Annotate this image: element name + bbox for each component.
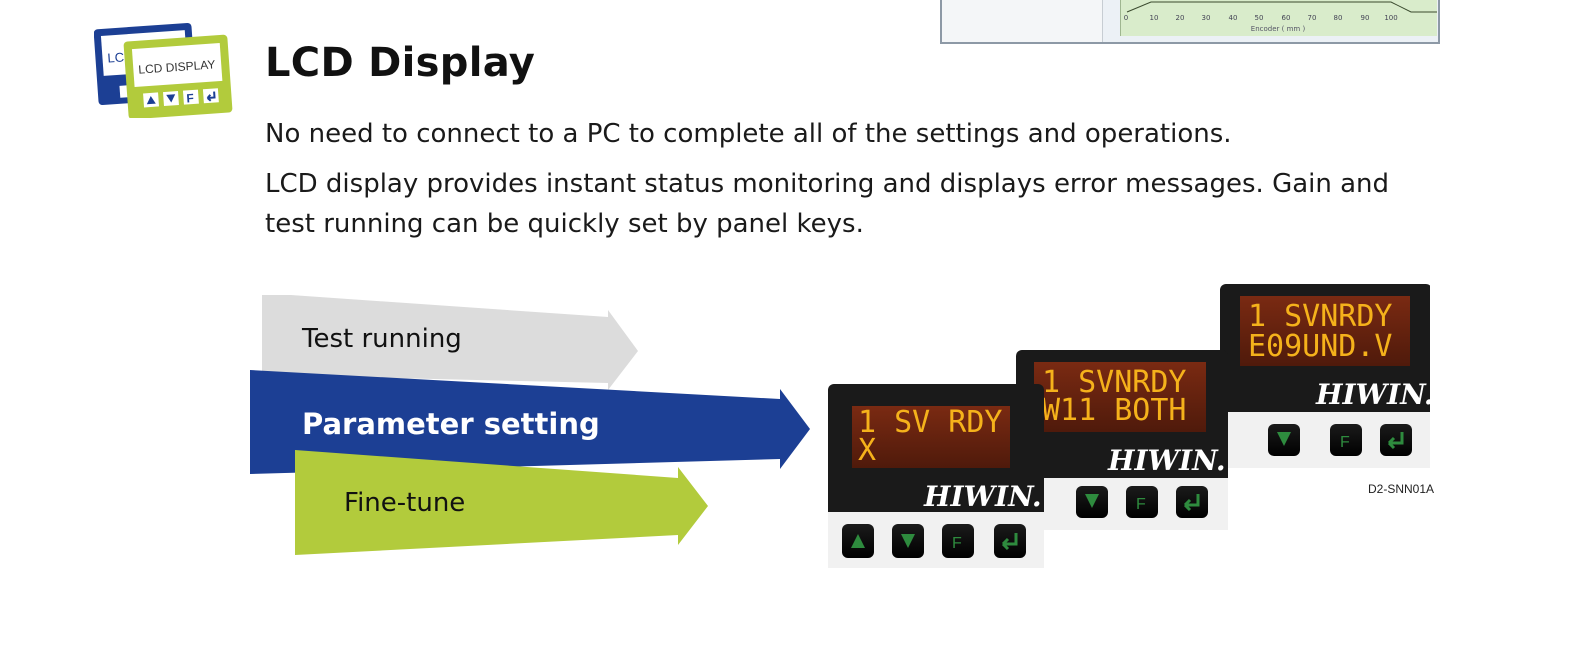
lcd-1-brand: HIWIN. — [923, 480, 1042, 513]
lcd-3-line-2: E09UND.V — [1248, 329, 1393, 364]
lcd-1-line-1: 1 SV RDY — [858, 405, 1003, 440]
chart-axis-label: Encoder ( mm ) — [1250, 25, 1306, 33]
lcd-device-2: 1 SVNRDY W11 BOTH HIWIN. F — [1016, 350, 1228, 530]
chart-tick: 70 — [1307, 14, 1317, 22]
chart-tick: 30 — [1201, 14, 1211, 22]
lcd-device-1: 1 SV RDY X HIWIN. F — [828, 384, 1044, 568]
chart-tick: 100 — [1384, 14, 1398, 22]
down-key-icon — [901, 534, 915, 548]
chart-plot-area — [1120, 0, 1437, 36]
down-key-icon — [1277, 432, 1291, 446]
feature-arrows — [250, 295, 810, 555]
chart-tick: 40 — [1228, 14, 1238, 22]
test-running-arrow — [262, 295, 638, 390]
paragraph-pc-free: No need to connect to a PC to complete a… — [265, 119, 1232, 149]
fine-tune-arrow — [295, 450, 708, 555]
chart-thumbnail: 0 10 20 30 40 50 60 70 80 90 100 Encoder… — [940, 0, 1440, 44]
lcd-2-line-2: W11 BOTH — [1042, 393, 1187, 428]
lcd-1-line-2: X — [858, 433, 876, 468]
model-code-label: D2-SNN01A — [1368, 482, 1435, 496]
section-title: LCD Display — [265, 40, 536, 86]
chart-tick: 50 — [1254, 14, 1264, 22]
fine-tune-label: Fine-tune — [344, 488, 466, 518]
chart-tick: 90 — [1360, 14, 1370, 22]
logo-down-key-icon — [166, 94, 176, 103]
chart-tick: 60 — [1281, 14, 1291, 22]
lcd-2-brand: HIWIN. — [1107, 444, 1226, 477]
lcd-devices-photo: 1 SVNRDY E09UND.V HIWIN. F 1 SVNRDY W11 … — [828, 284, 1430, 568]
logo-up-key-icon — [146, 95, 156, 105]
enter-key-icon — [1387, 432, 1404, 450]
svg-text:F: F — [1340, 434, 1350, 451]
lcd-3-brand: HIWIN. — [1315, 378, 1430, 411]
logo-enter-key-icon — [206, 91, 216, 102]
down-key-icon — [1085, 494, 1099, 508]
parameter-setting-label: Parameter setting — [302, 407, 600, 441]
svg-text:F: F — [952, 535, 962, 552]
lcd-3-line-1: 1 SVNRDY — [1248, 299, 1393, 334]
enter-key-icon — [1183, 494, 1200, 512]
lcd-display-logo-icon: LCD LCD DISPLAY F — [94, 22, 233, 118]
enter-key-icon — [1001, 533, 1018, 551]
chart-x-ticks: 0 10 20 30 40 50 60 70 80 90 100 — [1120, 14, 1436, 26]
logo-front-label: LCD DISPLAY — [138, 57, 216, 76]
lcd-device-3: 1 SVNRDY E09UND.V HIWIN. F — [1220, 284, 1430, 468]
lcd-2-line-1: 1 SVNRDY — [1042, 365, 1187, 400]
chart-tick: 80 — [1333, 14, 1343, 22]
chart-tick: 20 — [1175, 14, 1185, 22]
svg-text:F: F — [1136, 496, 1146, 513]
chart-tick: 10 — [1149, 14, 1159, 22]
paragraph-status-monitoring: LCD display provides instant status moni… — [265, 169, 1390, 239]
chart-sidebar — [942, 0, 1103, 42]
up-key-icon — [851, 534, 865, 548]
parameter-setting-arrow — [250, 370, 810, 474]
test-running-label: Test running — [302, 324, 462, 354]
logo-f-key: F — [186, 91, 194, 105]
chart-tick: 0 — [1123, 14, 1129, 22]
